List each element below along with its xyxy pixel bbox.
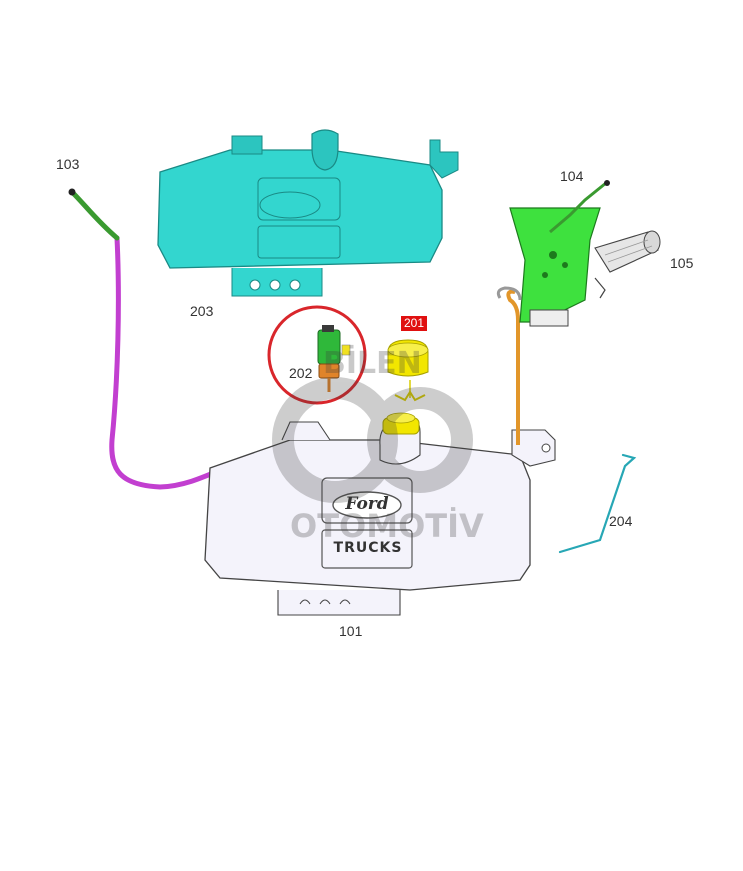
tube-204	[558, 453, 637, 554]
reservoir-101	[204, 412, 556, 616]
hose-orange	[506, 289, 520, 445]
callout-103: 103	[56, 156, 80, 172]
reservoir-203	[157, 129, 459, 297]
watermark-top-text: BİLEN	[323, 346, 422, 381]
cap-201	[387, 339, 429, 402]
highlight-circle-202	[267, 305, 367, 405]
callout-105: 105	[670, 255, 694, 271]
pump-202	[317, 325, 351, 392]
wiper-motor-105	[594, 230, 661, 299]
watermark-logo	[272, 377, 473, 503]
callout-204: 204	[609, 513, 633, 529]
callout-104: 104	[560, 168, 584, 184]
wiper-bracket-104	[496, 180, 610, 327]
callout-203: 203	[190, 303, 214, 319]
callout-201: 201	[401, 316, 428, 331]
callout-202: 202	[289, 365, 313, 381]
watermark-bottom-text: OTOMOTİV	[290, 507, 484, 545]
tank-logo-brand: Ford	[345, 494, 389, 514]
tank-logo-subtitle: TRUCKS	[333, 540, 403, 556]
callout-101: 101	[339, 623, 363, 639]
